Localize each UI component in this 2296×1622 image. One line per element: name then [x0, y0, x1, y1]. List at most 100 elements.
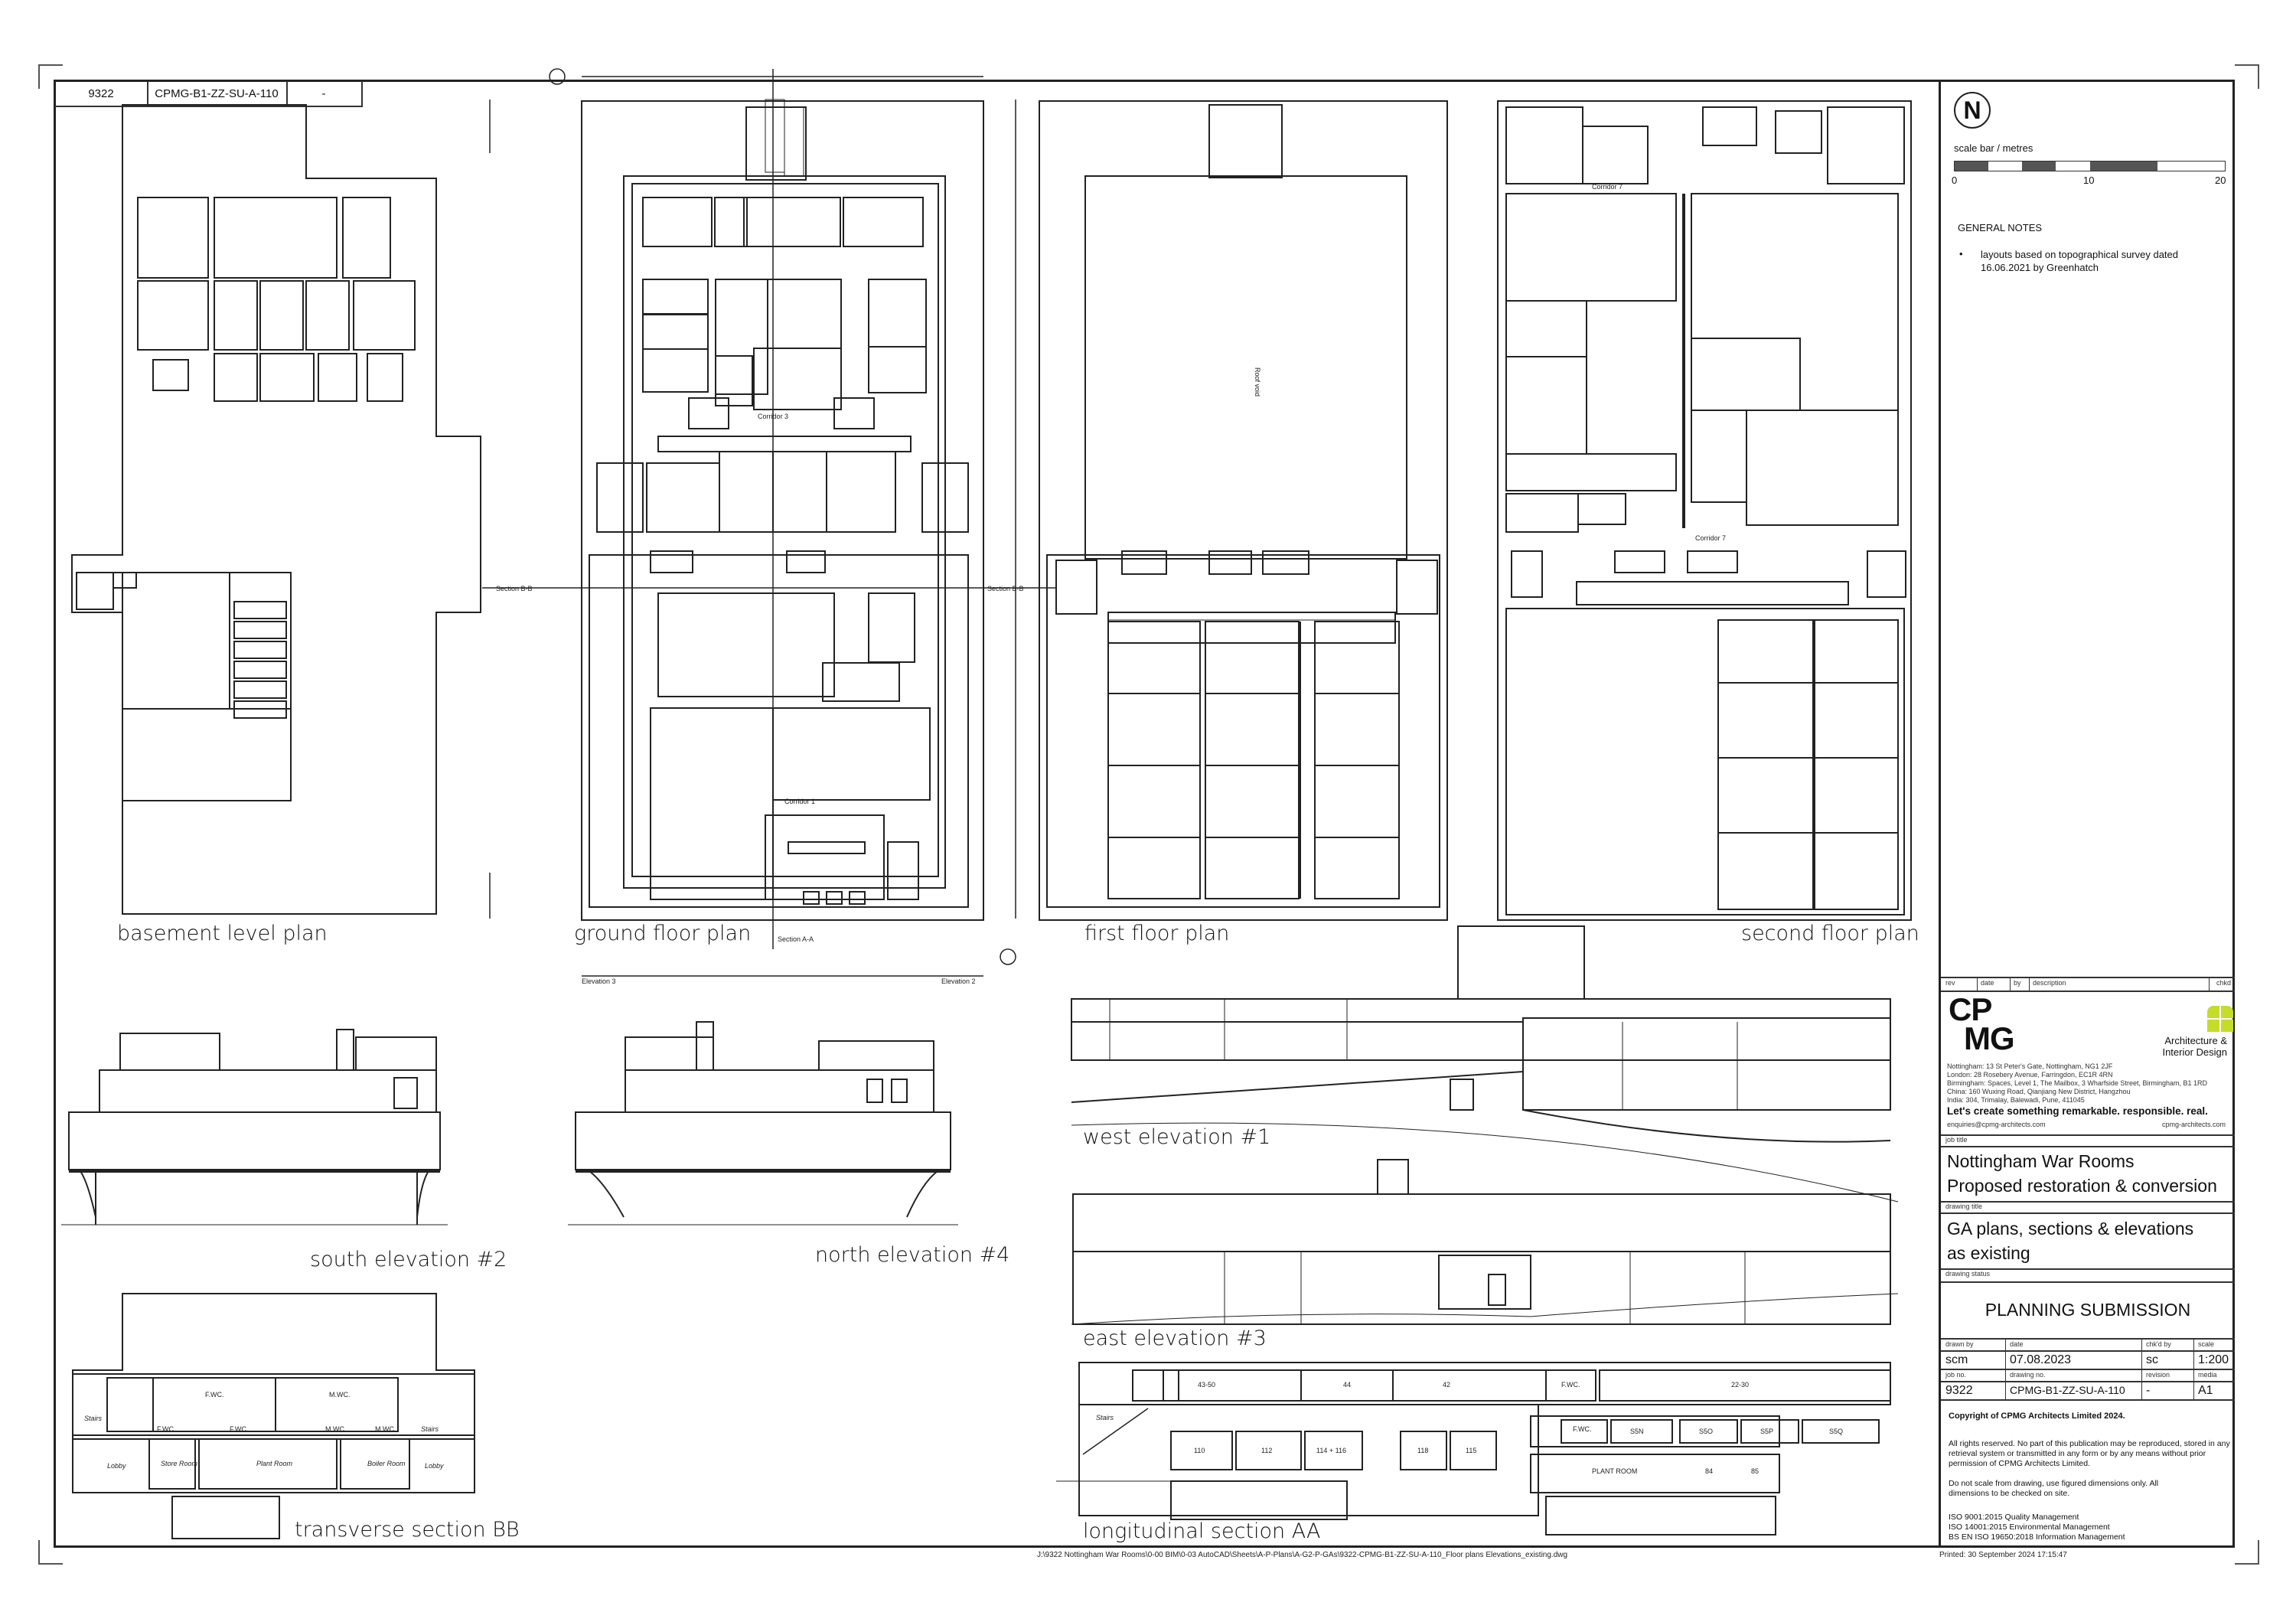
drawing-status-label: drawing status — [1945, 1270, 1991, 1278]
basement-plan — [71, 104, 481, 915]
iso-14001: ISO 14001:2015 Environmental Management — [1949, 1522, 2110, 1532]
drawing-title-label: drawing title — [1945, 1203, 1983, 1210]
label-plant-room-aa: PLANT ROOM — [1592, 1467, 1637, 1475]
south-elevation — [61, 1029, 448, 1225]
drawing-no: CPMG-B1-ZZ-SU-A-110 — [2010, 1384, 2125, 1396]
header-revision: - — [286, 81, 363, 107]
file-path: J:\9322 Nottingham War Rooms\0-00 BIM\0-… — [1037, 1551, 1568, 1559]
label-room-84: 84 — [1705, 1467, 1713, 1475]
rev-col-description: description — [2033, 979, 2066, 987]
label-fwc-aa-2: F.WC. — [1573, 1425, 1592, 1433]
scale-bar-title: scale bar / metres — [1954, 142, 2033, 154]
label-plant-room-bb: Plant Room — [256, 1460, 293, 1467]
copyright-heading: Copyright of CPMG Architects Limited 202… — [1949, 1411, 2125, 1421]
caption-second-floor-plan: second floor plan — [1741, 922, 1919, 945]
caption-east-elevation: east elevation #3 — [1083, 1327, 1267, 1350]
north-arrow-icon: N — [1954, 92, 1991, 129]
job-title-1: Nottingham War Rooms — [1947, 1151, 2135, 1171]
label-room-85: 85 — [1751, 1467, 1759, 1475]
brand-mark-icon — [2207, 1006, 2233, 1032]
caption-west-elevation: west elevation #1 — [1083, 1125, 1271, 1149]
rev-col-date: date — [1981, 979, 1994, 987]
label-room-s5o: S5O — [1699, 1428, 1713, 1435]
label-room-44: 44 — [1343, 1381, 1351, 1389]
sheet-border — [54, 80, 2235, 1548]
general-notes-heading: GENERAL NOTES — [1958, 222, 2043, 233]
label-room-112: 112 — [1261, 1447, 1272, 1454]
east-elevation — [1071, 1159, 1899, 1325]
ground-floor-plan — [581, 99, 984, 921]
drawing-no-label: drawing no. — [2010, 1371, 2046, 1379]
west-elevation — [1071, 925, 1899, 1203]
address-2: London: 28 Rosebery Avenue, Farringdon, … — [1947, 1071, 2113, 1079]
address-5: India: 304, Trimalay, Balewadi, Pune, 41… — [1947, 1096, 2085, 1104]
drawn-by: scm — [1945, 1353, 1968, 1366]
company-email[interactable]: enquiries@cpmg-architects.com — [1947, 1121, 2046, 1128]
cpmg-logo-bottom: MG — [1964, 1020, 2015, 1056]
rev-col-rev: rev — [1945, 979, 1955, 987]
caption-basement-plan: basement level plan — [117, 922, 328, 945]
rev-col-chkd: chkd — [2216, 979, 2232, 987]
revision-label: revision — [2146, 1371, 2170, 1379]
copyright-p2: Do not scale from drawing, use figured d… — [1949, 1479, 2159, 1498]
caption-ground-floor-plan: ground floor plan — [574, 922, 752, 945]
label-corridor-7-top: Corridor 7 — [1592, 183, 1623, 191]
label-mwc-bb: M.WC. — [329, 1391, 351, 1398]
label-room-s5q: S5Q — [1829, 1428, 1843, 1435]
label-elevation-2: Elevation 2 — [941, 977, 976, 985]
caption-first-floor-plan: first floor plan — [1084, 922, 1230, 945]
job-no-label: job no. — [1945, 1371, 1967, 1379]
north-arrow-letter: N — [1963, 96, 1981, 124]
scale-bar — [1954, 161, 2226, 171]
label-stairs-bb-2: Stairs — [421, 1425, 439, 1433]
printed-date: Printed: 30 September 2024 17:15:47 — [1939, 1551, 2067, 1559]
label-corridor-1: Corridor 1 — [784, 798, 815, 805]
general-notes-bullet: • — [1959, 248, 1963, 259]
general-note-1: layouts based on topographical survey da… — [1981, 249, 2179, 273]
label-store-room-bb: Store Room — [161, 1460, 198, 1467]
scale-tick-20: 20 — [2215, 175, 2226, 186]
job-title-label: job title — [1945, 1136, 1968, 1144]
date-label: date — [2010, 1340, 2024, 1348]
caption-longitudinal-section: longitudinal section AA — [1083, 1519, 1321, 1543]
label-room-114-116: 114 + 116 — [1316, 1447, 1346, 1454]
trim-mark-bottom-left — [38, 1540, 63, 1565]
label-room-118: 118 — [1417, 1447, 1428, 1454]
job-title-2: Proposed restoration & conversion — [1947, 1176, 2217, 1196]
label-corridor-7: Corridor 7 — [1695, 534, 1726, 542]
label-elevation-3: Elevation 3 — [582, 977, 616, 985]
label-room-115: 115 — [1466, 1447, 1476, 1454]
company-website[interactable]: cpmg-architects.com — [2161, 1121, 2226, 1128]
label-room-43-50: 43-50 — [1198, 1381, 1215, 1389]
transverse-section — [72, 1293, 475, 1539]
label-lobby-bb: Lobby — [107, 1462, 126, 1470]
caption-south-elevation: south elevation #2 — [310, 1248, 507, 1271]
drawn-by-label: drawn by — [1945, 1340, 1974, 1348]
address-4: China: 160 Wuxing Road, Qianjiang New Di… — [1947, 1088, 2131, 1095]
label-room-42: 42 — [1443, 1381, 1450, 1389]
scale-label: scale — [2198, 1340, 2215, 1348]
drawing-title-1: GA plans, sections & elevations — [1947, 1219, 2194, 1239]
label-room-s5n: S5N — [1630, 1428, 1644, 1435]
cpmg-logo-top: CP — [1949, 991, 1992, 1027]
chkd-by: sc — [2146, 1353, 2158, 1366]
label-room-22-30: 22-30 — [1731, 1381, 1749, 1389]
caption-north-elevation: north elevation #4 — [815, 1243, 1010, 1267]
title-block: N scale bar / metres 0 10 20 GENERAL NOT… — [1939, 80, 2235, 1548]
revision: - — [2146, 1384, 2151, 1397]
tagline-right-1: Architecture & — [2164, 1035, 2227, 1046]
second-floor-plan — [1497, 100, 1912, 921]
address-1: Nottingham: 13 St Peter's Gate, Nottingh… — [1947, 1062, 2113, 1070]
drawing-title-2: as existing — [1947, 1243, 2030, 1263]
date: 07.08.2023 — [2010, 1353, 2072, 1366]
media-label: media — [2198, 1371, 2217, 1379]
trim-mark-top-left — [38, 64, 63, 89]
iso-19650: BS EN ISO 19650:2018 Information Managem… — [1949, 1532, 2125, 1542]
first-floor-plan — [1039, 100, 1448, 921]
trim-mark-top-right — [2235, 64, 2259, 89]
label-stairs-bb: Stairs — [84, 1415, 103, 1422]
copyright-p1: All rights reserved. No part of this pub… — [1949, 1439, 2230, 1468]
north-elevation — [568, 1021, 958, 1225]
scale-tick-0: 0 — [1952, 175, 1958, 186]
label-roof-void: Roof void — [1254, 367, 1261, 397]
